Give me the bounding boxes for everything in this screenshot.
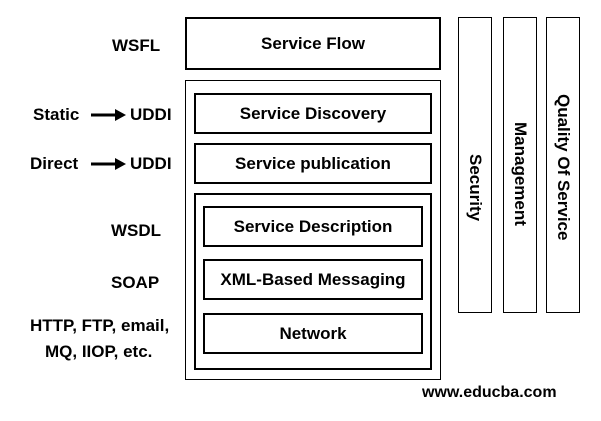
service-discovery-box: Service Discovery bbox=[194, 93, 432, 134]
label-wsfl: WSFL bbox=[112, 36, 161, 55]
arrow-right-icon bbox=[91, 158, 126, 170]
arrow-right-icon bbox=[91, 109, 126, 121]
management-column: Management bbox=[503, 17, 537, 313]
label-uddi-static: UDDI bbox=[130, 105, 172, 124]
inner-stack-frame bbox=[194, 193, 432, 370]
label-soap: SOAP bbox=[111, 273, 160, 292]
quality-of-service-label: Quality Of Service bbox=[554, 94, 573, 241]
label-uddi-direct: UDDI bbox=[130, 154, 172, 173]
xml-messaging-box: XML-Based Messaging bbox=[203, 259, 423, 300]
xml-messaging-label: XML-Based Messaging bbox=[220, 269, 406, 289]
security-column: Security bbox=[458, 17, 492, 313]
label-wsdl: WSDL bbox=[111, 221, 162, 240]
network-box: Network bbox=[203, 313, 423, 354]
quality-of-service-column: Quality Of Service bbox=[546, 17, 580, 313]
service-publication-box: Service publication bbox=[194, 143, 432, 184]
network-label: Network bbox=[279, 323, 347, 343]
service-description-label: Service Description bbox=[233, 216, 393, 236]
management-label: Management bbox=[511, 122, 530, 226]
service-flow-label: Service Flow bbox=[261, 33, 365, 53]
service-publication-label: Service publication bbox=[235, 153, 391, 173]
service-discovery-label: Service Discovery bbox=[239, 103, 387, 123]
label-direct: Direct bbox=[30, 154, 79, 173]
footer-url: www.educba.com bbox=[422, 384, 557, 401]
service-flow-box: Service Flow bbox=[185, 17, 441, 70]
security-label: Security bbox=[466, 154, 485, 222]
label-transport-line1: HTTP, FTP, email, bbox=[30, 316, 170, 335]
service-stack-frame bbox=[185, 80, 441, 380]
service-description-box: Service Description bbox=[203, 206, 423, 247]
label-static: Static bbox=[33, 105, 80, 124]
label-transport-line2: MQ, IIOP, etc. bbox=[45, 342, 153, 361]
